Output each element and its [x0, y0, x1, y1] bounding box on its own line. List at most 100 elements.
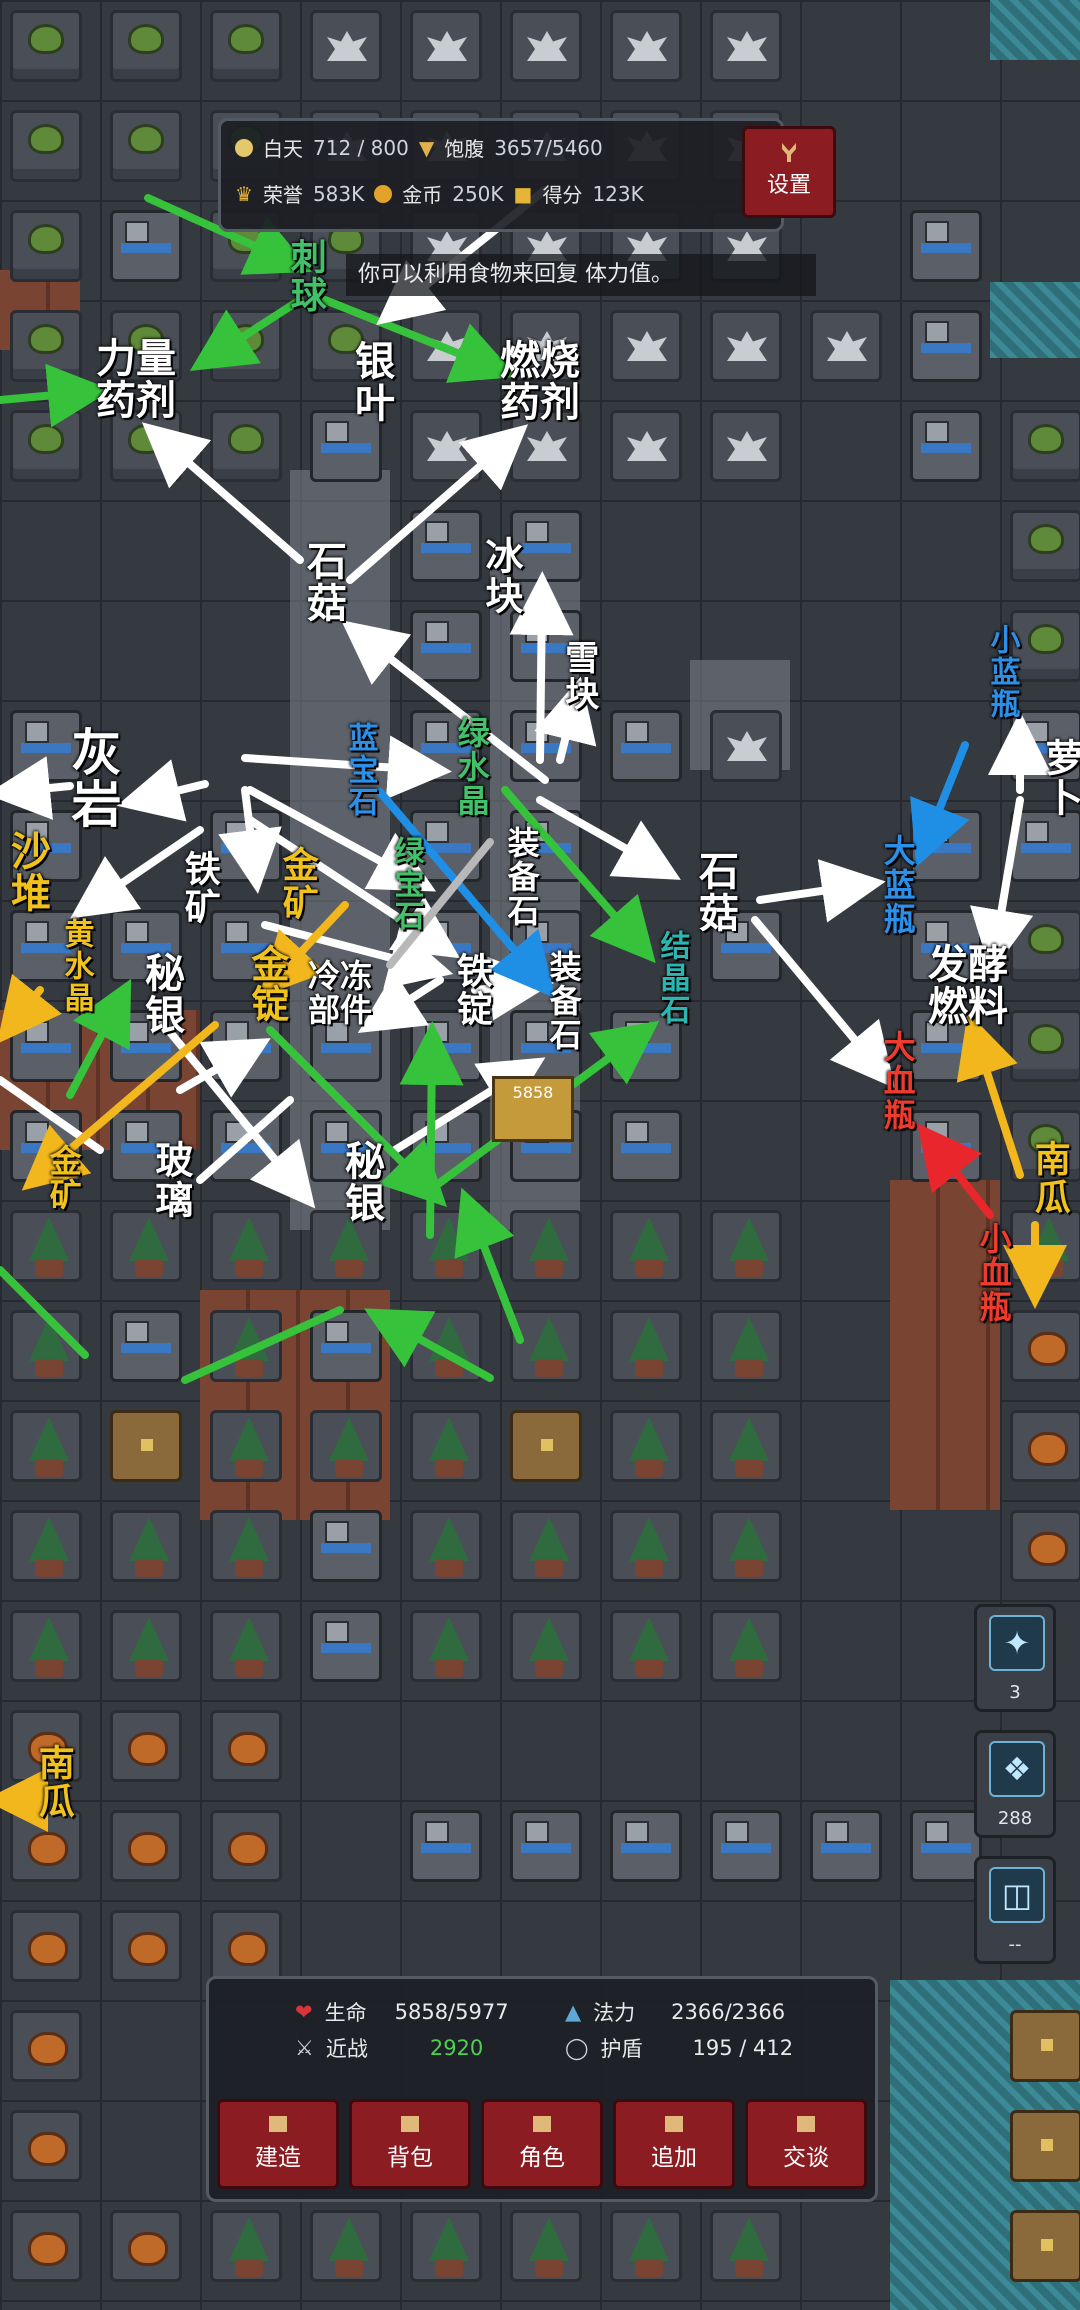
tab-character[interactable]: 角色: [481, 2099, 603, 2189]
crystal-tile: [710, 310, 782, 382]
arrow-white: [246, 786, 437, 892]
pumpkin-tile: [1010, 1410, 1080, 1482]
tree-tile: [110, 1610, 182, 1682]
gold-value: 250K: [452, 181, 504, 206]
status-row-1: 白天 712 / 800 ▼ 饱腹 3657/5460: [235, 133, 603, 162]
machine-tile: [910, 210, 982, 282]
tab-label: 交谈: [783, 2145, 829, 2171]
label-yin-ye: 银叶: [348, 340, 394, 424]
machine-tile: [510, 510, 582, 582]
tree-tile: [710, 1510, 782, 1582]
shield-icon: ◯: [565, 2036, 589, 2060]
score-icon: ■: [513, 181, 533, 206]
arrow-yellow: [956, 1012, 1024, 1179]
shield-skill-icon: ◫: [989, 1867, 1045, 1923]
arrow-white: [246, 816, 461, 959]
tree-tile: [510, 1610, 582, 1682]
soil-right: [890, 1180, 1000, 1510]
planter-tile: [1010, 510, 1080, 582]
tab-bag[interactable]: 背包: [349, 2099, 471, 2189]
arrow-blue: [376, 788, 556, 999]
tab-add[interactable]: 追加: [613, 2099, 735, 2189]
arrow-green: [189, 296, 304, 372]
machine-tile: [110, 1110, 182, 1182]
tree-tile: [710, 2210, 782, 2282]
arrow-white: [751, 916, 896, 1089]
machine-tile: [610, 1110, 682, 1182]
pumpkin-tile: [110, 2210, 182, 2282]
skill-count: 288: [997, 1808, 1033, 1829]
skill-button-shield[interactable]: ◫ --: [974, 1856, 1056, 1964]
tab-label: 追加: [651, 2145, 697, 2171]
arrow-white: [756, 859, 886, 923]
machine-tile: [410, 610, 482, 682]
tree-tile: [410, 2210, 482, 2282]
label-bing-kuai: 冰块: [478, 536, 523, 616]
arrow-white: [116, 759, 209, 822]
potion-icon: ▲: [565, 2000, 582, 2024]
planter-tile: [1010, 410, 1080, 482]
crystal-tile: [510, 10, 582, 82]
gold-label: 金币: [402, 183, 443, 207]
crystal-tile: [610, 410, 682, 482]
tab-build[interactable]: 建造: [217, 2099, 339, 2189]
arrow-white: [70, 826, 204, 919]
tree-tile: [610, 1410, 682, 1482]
tree-tile: [610, 1210, 682, 1282]
arrow-white: [218, 786, 282, 894]
crystal-tile: [410, 10, 482, 82]
machine-tile: [910, 410, 982, 482]
planter-tile: [210, 10, 282, 82]
planter-tile: [110, 110, 182, 182]
tree-tile: [610, 2210, 682, 2282]
tree-tile: [10, 1410, 82, 1482]
arrow-green: [0, 363, 112, 428]
settings-button[interactable]: 设置: [742, 126, 836, 218]
crystal-tile: [710, 10, 782, 82]
shield-label: 护盾: [600, 2037, 643, 2061]
score-value: 123K: [592, 181, 644, 206]
crystal-tile: [710, 410, 782, 482]
honor-label: 荣誉: [262, 183, 303, 207]
bag-icon: [401, 2116, 419, 2132]
crystal-tile: [810, 310, 882, 382]
pumpkin-tile: [10, 2210, 82, 2282]
arrow-white: [536, 796, 681, 880]
shield-stat: ◯ 护盾 195 / 412: [565, 2033, 793, 2063]
pumpkin-tile: [110, 1710, 182, 1782]
label-fajiao-ranliao: 发酵燃料: [928, 942, 1008, 1030]
machine-tile: [410, 510, 482, 582]
wrench-icon: [782, 143, 796, 162]
chest-tile: [110, 1410, 182, 1482]
skill-button-sword[interactable]: ✦ 3: [974, 1604, 1056, 1712]
tree-tile: [110, 1510, 182, 1582]
machine-tile: [510, 1010, 582, 1082]
mp-stat: ▲ 法力 2366/2366: [565, 1997, 785, 2027]
arrow-green: [266, 1026, 447, 1207]
label-liliang-yaoji: 力量药剂: [96, 336, 176, 424]
water-top-right: [990, 0, 1080, 60]
food-value: 3657/5460: [494, 135, 603, 160]
status-row-2: ♛ 荣誉 583K 金币 250K ■ 得分 123K: [235, 179, 644, 208]
tab-talk[interactable]: 交谈: [745, 2099, 867, 2189]
tab-label: 角色: [519, 2145, 565, 2171]
food-icon: ▼: [418, 135, 435, 160]
arrow-white: [241, 735, 452, 800]
arrow-yellow: [21, 1021, 219, 1191]
skill-button-rune[interactable]: ❖ 288: [974, 1730, 1056, 1838]
arrow-green: [399, 1021, 464, 1239]
arrow-yellow: [0, 973, 62, 1044]
crystal-tile: [310, 10, 382, 82]
label-mi-yin-2: 秘银: [338, 1140, 384, 1224]
settings-label: 设置: [766, 173, 811, 198]
label-lv-baoshi: 绿宝石: [388, 836, 424, 932]
machine-tile: [310, 1610, 382, 1682]
label-lengdong-bujian: 冷冻部件: [308, 957, 373, 1029]
label-huang-shuijing: 黄水晶: [58, 918, 94, 1014]
arrow-green: [454, 1187, 524, 1344]
arrow-green: [66, 978, 132, 1099]
arrow-white: [509, 571, 574, 764]
machine-tile: [910, 310, 982, 382]
label-xiao-xue-ping: 小血瓶: [974, 1222, 1013, 1324]
player-character[interactable]: 5858: [492, 1076, 574, 1142]
